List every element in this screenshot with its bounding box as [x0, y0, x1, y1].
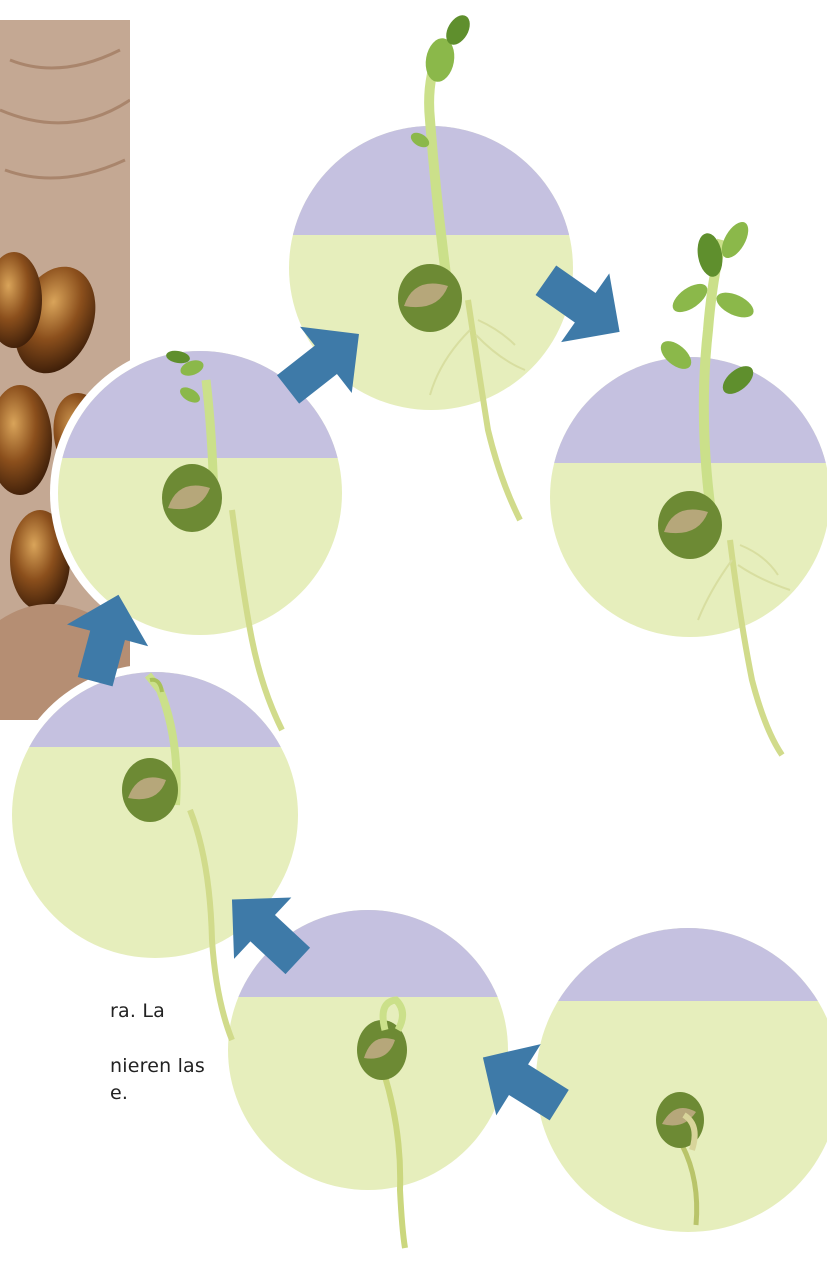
air-region: [545, 355, 827, 463]
leaf-icon: [713, 287, 758, 322]
leaf-icon: [694, 231, 725, 278]
stage-1-circle: [528, 920, 827, 1250]
